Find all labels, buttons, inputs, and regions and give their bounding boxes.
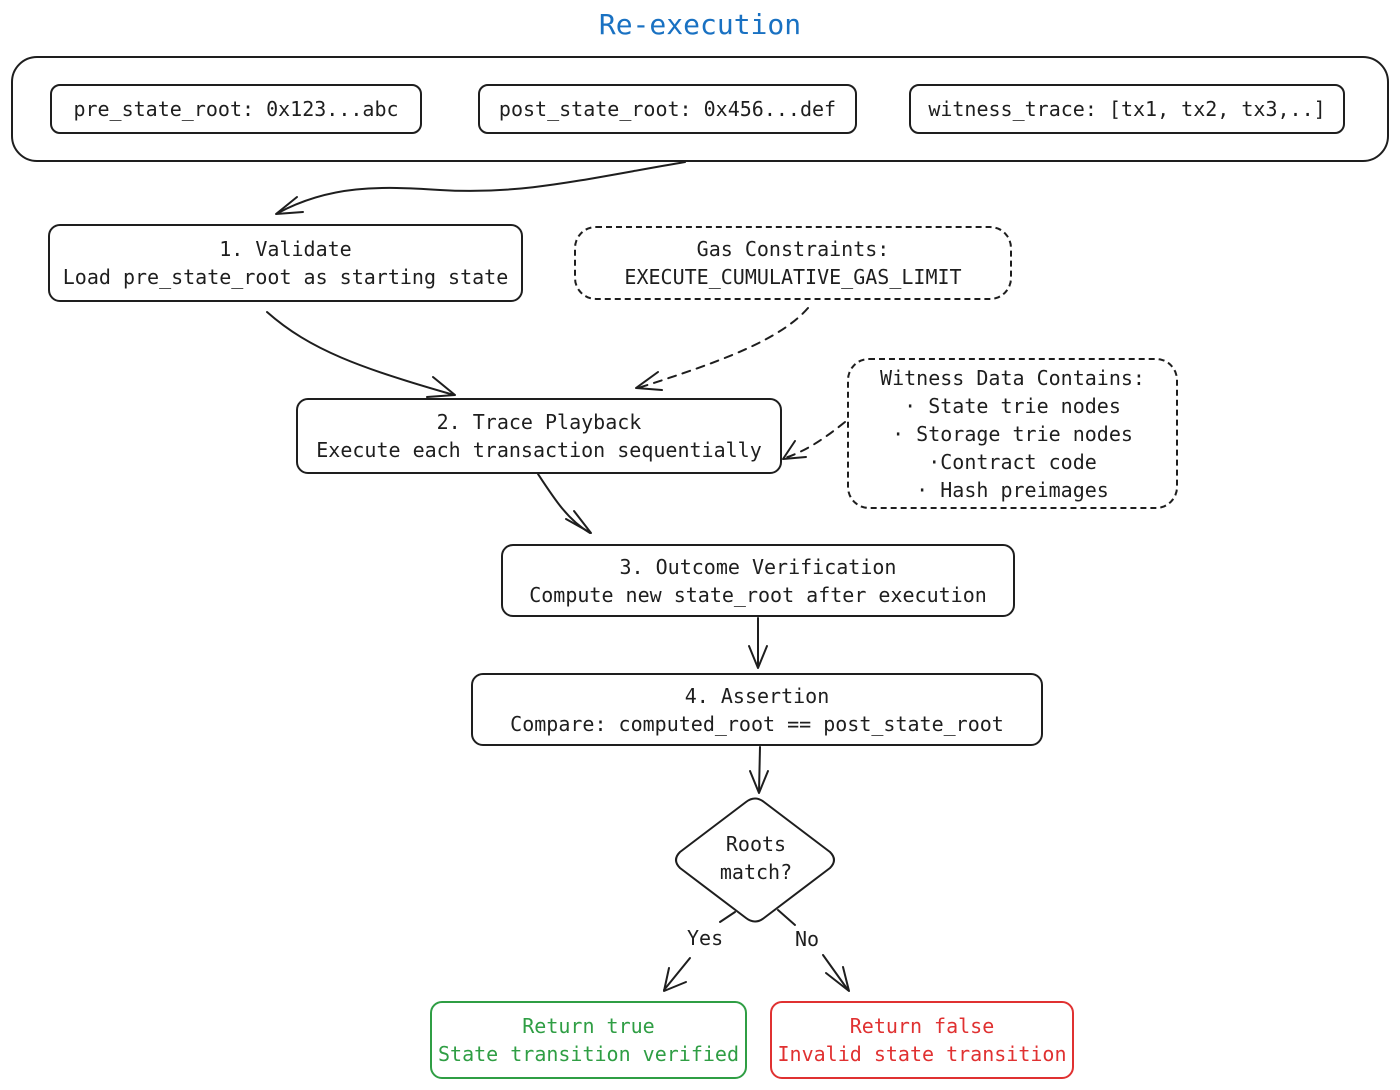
result-false-line-2: Invalid state transition: [777, 1042, 1067, 1066]
edge-yes: [719, 911, 736, 923]
step-assertion-desc: Compare: computed_root == post_state_roo…: [510, 711, 1004, 736]
diagram-title: Re-execution: [598, 8, 802, 41]
decision-line-1: Roots: [725, 832, 787, 856]
result-true-line-1: Return true: [522, 1014, 655, 1038]
arrowhead-trace-1: [426, 376, 456, 398]
gas-constraints-title: Gas Constraints:: [696, 237, 890, 261]
edge-gas-to-trace: [637, 307, 809, 389]
step-trace-playback-box: 2. Trace Playback Execute each transacti…: [296, 398, 782, 474]
result-true-box: Return true State transition verified: [430, 1001, 747, 1079]
edge-no: [777, 909, 796, 926]
witness-data-box: Witness Data Contains: · State trie node…: [847, 358, 1178, 509]
witness-data-item: · Storage trie nodes: [892, 421, 1133, 446]
no-label: No: [795, 927, 820, 951]
arrowhead-trace-3: [782, 440, 807, 460]
witness-data-item: · State trie nodes: [904, 393, 1121, 418]
witness-data-item: · Hash preimages: [916, 477, 1109, 502]
result-false-line-1: Return false: [849, 1014, 995, 1038]
post-state-root-label: post_state_root: 0x456...def: [498, 97, 837, 121]
arrowhead-validate: [275, 196, 304, 215]
inputs-container: [11, 56, 1389, 162]
step-validate-title: 1. Validate: [219, 237, 352, 261]
step-trace-playback-desc: Execute each transaction sequentially: [316, 438, 762, 462]
gas-constraints-value: EXECUTE_CUMULATIVE_GAS_LIMIT: [624, 265, 962, 289]
post-state-root-box: post_state_root: 0x456...def: [478, 84, 857, 134]
edge-validate-to-trace: [266, 311, 455, 396]
yes-label: Yes: [687, 926, 724, 950]
result-true-line-2: State transition verified: [437, 1042, 740, 1066]
witness-data-item: ·Contract code: [928, 449, 1097, 474]
witness-data-title: Witness Data Contains:: [880, 365, 1145, 390]
arrowhead-trace-2: [635, 371, 663, 391]
edge-inputs-to-validate: [277, 161, 686, 214]
witness-trace-box: witness_trace: [tx1, tx2, tx3,..]: [909, 84, 1345, 134]
step-outcome-verification-desc: Compute new state_root after execution: [529, 582, 987, 607]
arrowhead-no: [825, 966, 850, 992]
decision-line-2: match?: [719, 860, 793, 884]
step-assertion-box: 4. Assertion Compare: computed_root == p…: [471, 673, 1043, 746]
step-outcome-verification-title: 3. Outcome Verification: [619, 554, 897, 579]
arrowhead-decision: [749, 770, 769, 794]
step-validate-desc: Load pre_state_root as starting state: [62, 265, 509, 289]
step-outcome-verification-box: 3. Outcome Verification Compute new stat…: [501, 544, 1015, 617]
step-trace-playback-title: 2. Trace Playback: [436, 410, 642, 434]
witness-trace-label: witness_trace: [tx1, tx2, tx3,..]: [928, 97, 1326, 121]
arrowhead-outcome: [565, 510, 592, 534]
edge-yes-lower: [663, 957, 691, 991]
step-assertion-title: 4. Assertion: [684, 683, 830, 708]
step-validate-box: 1. Validate Load pre_state_root as start…: [48, 224, 523, 302]
arrowhead-assertion: [748, 645, 768, 669]
pre-state-root-box: pre_state_root: 0x123...abc: [50, 84, 422, 134]
edge-witness-to-trace: [784, 421, 846, 459]
arrowhead-yes: [663, 967, 687, 992]
result-false-box: Return false Invalid state transition: [770, 1001, 1074, 1079]
edge-trace-to-outcome: [537, 473, 591, 534]
decision-label: Roots match?: [676, 830, 836, 886]
edge-assertion-to-decision: [758, 746, 761, 793]
edge-no-lower: [822, 954, 849, 991]
pre-state-root-label: pre_state_root: 0x123...abc: [73, 97, 399, 121]
gas-constraints-box: Gas Constraints: EXECUTE_CUMULATIVE_GAS_…: [574, 226, 1012, 300]
